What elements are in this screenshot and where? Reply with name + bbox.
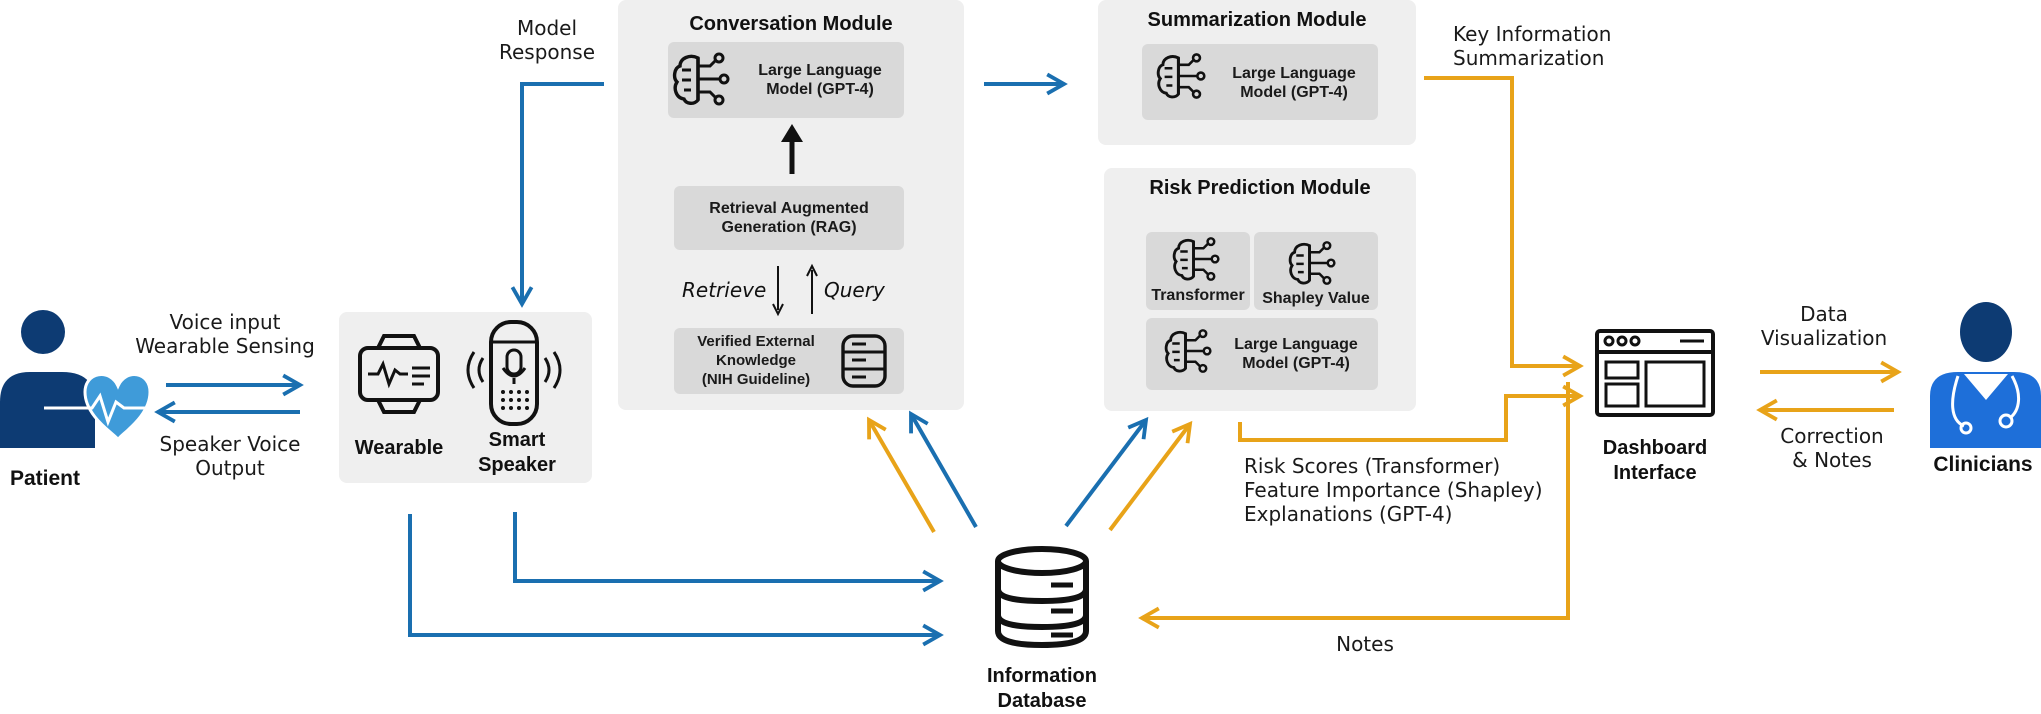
- dashboard-icon: [1595, 329, 1715, 417]
- dashboard-clinician-arrows: [1756, 360, 1902, 422]
- knowledge-chip: Verified External Knowledge (NIH Guideli…: [674, 328, 904, 394]
- database-icon: [841, 334, 887, 388]
- clinician-icon: [1930, 302, 2041, 448]
- conversation-module-title: Conversation Module: [689, 13, 893, 35]
- retrieve-label: Retrieve: [682, 278, 767, 302]
- transformer-chip: Transformer: [1146, 232, 1250, 310]
- risk-llm-chip: Large Language Model (GPT-4): [1146, 318, 1378, 390]
- model-response-label: Model Response: [498, 16, 596, 64]
- conversation-to-database-arrow: [867, 416, 936, 534]
- devices-panel: Wearable Smart Speaker: [339, 312, 592, 483]
- risk-to-database-arrow: [1108, 420, 1193, 532]
- database-to-conversation-arrow: [909, 410, 978, 528]
- model-response-arrow: [510, 82, 604, 308]
- conversation-llm-label: Large Language Model (GPT-4): [758, 62, 882, 98]
- wearable-label: Wearable: [354, 437, 444, 459]
- ai-brain-icon: [1172, 237, 1220, 281]
- ai-brain-icon: [1288, 241, 1336, 285]
- key-info-label: Key Information Summarization: [1453, 22, 1612, 70]
- data-visualization-label: Data Visualization: [1760, 302, 1888, 350]
- dashboard-label: Dashboard Interface: [1602, 437, 1708, 484]
- notes-arrow: [1138, 382, 1570, 630]
- query-label: Query: [824, 278, 885, 302]
- rag-label: Retrieval Augmented Generation (RAG): [709, 200, 869, 236]
- voice-input-label: Voice input Wearable Sensing: [135, 310, 315, 358]
- risk-module-title: Risk Prediction Module: [1149, 177, 1371, 199]
- smart-speaker-label: Smart Speaker: [478, 429, 556, 476]
- ai-brain-icon: [1164, 329, 1212, 373]
- notes-label: Notes: [1336, 632, 1394, 656]
- smart-speaker-icon: [466, 320, 562, 426]
- patient-icon: [0, 310, 172, 448]
- speaker-output-label: Speaker Voice Output: [159, 432, 301, 480]
- retrieve-query-arrows: [772, 263, 818, 317]
- ai-brain-icon: [1156, 53, 1206, 99]
- risk-outputs-label: Risk Scores (Transformer) Feature Import…: [1244, 454, 1543, 526]
- summarization-module-panel: Summarization Module Large Language Mode…: [1098, 0, 1416, 145]
- shapley-label: Shapley Value: [1262, 290, 1370, 307]
- rag-to-llm-arrow: [781, 124, 803, 174]
- rag-chip: Retrieval Augmented Generation (RAG): [674, 186, 904, 250]
- transformer-label: Transformer: [1151, 287, 1245, 304]
- shapley-chip: Shapley Value: [1254, 232, 1378, 310]
- knowledge-label: Verified External Knowledge (NIH Guideli…: [697, 333, 815, 388]
- conversation-module-panel: Conversation Module Large Language Model…: [618, 0, 964, 410]
- summarization-llm-label: Large Language Model (GPT-4): [1232, 65, 1356, 101]
- information-database-icon: [995, 546, 1089, 649]
- clinicians-label: Clinicians: [1933, 453, 2033, 476]
- ai-brain-icon: [672, 52, 730, 106]
- summarization-module-title: Summarization Module: [1147, 9, 1367, 31]
- summary-to-dashboard-arrow: [1424, 76, 1584, 378]
- risk-llm-label: Large Language Model (GPT-4): [1234, 336, 1358, 372]
- summarization-llm-chip: Large Language Model (GPT-4): [1142, 44, 1378, 120]
- database-to-risk-arrow: [1064, 416, 1149, 528]
- correction-notes-label: Correction & Notes: [1780, 424, 1884, 472]
- device-to-database-arrows: [408, 512, 944, 647]
- patient-label: Patient: [9, 467, 80, 490]
- voice-arrows: [154, 373, 304, 424]
- risk-to-dashboard-arrow: [1238, 384, 1584, 442]
- smartwatch-icon: [358, 334, 440, 414]
- risk-module-panel: Risk Prediction Module Transformer Shapl…: [1104, 168, 1416, 411]
- conversation-llm-chip: Large Language Model (GPT-4): [668, 42, 904, 118]
- information-database-label: Information Database: [987, 665, 1097, 712]
